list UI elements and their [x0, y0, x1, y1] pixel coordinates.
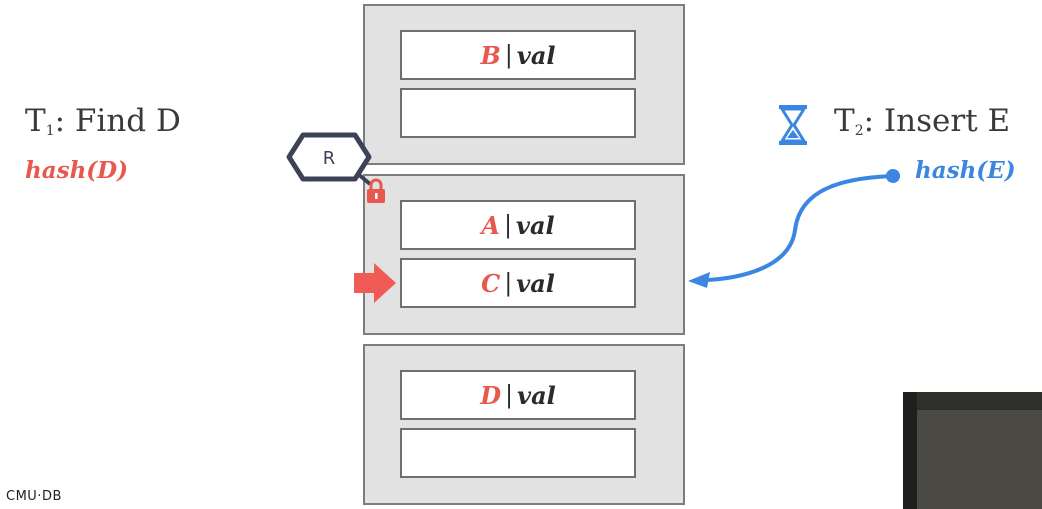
presenter-video — [903, 392, 1042, 509]
slot-a: A|val — [400, 200, 636, 250]
slot-d: D|val — [400, 370, 636, 420]
slot-b: B|val — [400, 30, 636, 80]
latch-label: R — [323, 148, 336, 169]
slot-key: D — [480, 380, 502, 410]
slot-key: A — [481, 210, 500, 240]
slot-separator: | — [503, 211, 513, 239]
t2-name: T — [834, 103, 855, 139]
lock-icon — [367, 178, 385, 203]
video-shadow — [903, 392, 917, 509]
hash-page-3: D|val — [363, 344, 685, 505]
latch-connector — [356, 172, 372, 186]
slot-empty — [400, 88, 636, 138]
slot-empty — [400, 428, 636, 478]
slot-key: C — [481, 268, 501, 298]
t1-hash: hash(D) — [25, 157, 129, 184]
slot-separator: | — [505, 381, 514, 409]
right-arrow-icon — [354, 263, 396, 303]
slot-value: val — [516, 210, 555, 240]
cmu-db-logo: CMU·DB — [6, 489, 62, 504]
t2-label: T2: Insert E — [834, 103, 1010, 139]
slot-c: C|val — [400, 258, 636, 308]
slot-value: val — [516, 40, 556, 70]
t2-action: : Insert E — [863, 103, 1011, 139]
slot-key: B — [480, 40, 501, 70]
t2-hash: hash(E) — [915, 157, 1016, 184]
insert-arrow — [688, 169, 900, 288]
slot-value: val — [516, 268, 555, 298]
hourglass-icon — [779, 105, 807, 145]
arrow-head — [688, 272, 710, 288]
hash-page-2: A|val C|val — [363, 174, 685, 335]
video-wall — [915, 410, 1042, 509]
hash-page-1: B|val — [363, 4, 685, 165]
t2-subscript: 2 — [854, 123, 864, 139]
t1-action: : Find D — [54, 103, 181, 139]
read-latch-hexagon: R — [286, 132, 372, 182]
t1-subscript: 1 — [45, 123, 55, 139]
slot-value: val — [517, 380, 556, 410]
t1-label: T1: Find D — [25, 103, 181, 139]
t1-name: T — [25, 103, 46, 139]
slot-separator: | — [504, 41, 513, 69]
slot-separator: | — [504, 269, 513, 297]
